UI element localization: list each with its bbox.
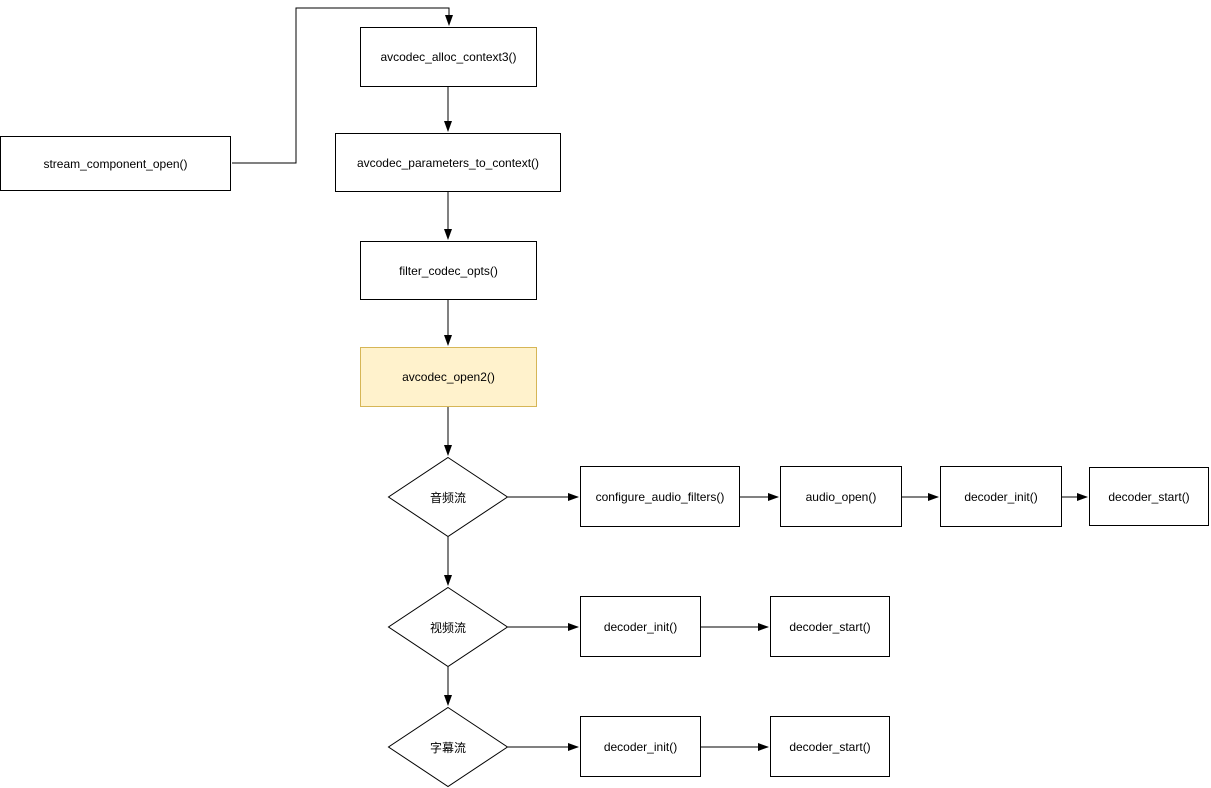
node-label: stream_component_open() (43, 156, 188, 171)
process-audio-open: audio_open() (780, 466, 902, 527)
process-audio-decoder-init: decoder_init() (940, 466, 1062, 527)
process-avcodec-open2-highlighted: avcodec_open2() (360, 347, 537, 407)
process-avcodec-alloc-context3: avcodec_alloc_context3() (360, 27, 537, 87)
process-configure-audio-filters: configure_audio_filters() (580, 466, 740, 527)
decision-audio-stream: 音频流 (387, 456, 509, 538)
process-filter-codec-opts: filter_codec_opts() (360, 241, 537, 300)
diamond-shape (387, 706, 509, 788)
decision-label: 视频流 (429, 620, 466, 635)
node-label: decoder_init() (603, 739, 678, 754)
decision-video-stream: 视频流 (387, 586, 509, 668)
node-label: avcodec_open2() (402, 370, 495, 384)
process-video-decoder-start: decoder_start() (770, 596, 890, 657)
process-stream-component-open: stream_component_open() (0, 136, 231, 191)
node-label: decoder_start() (1108, 489, 1190, 504)
node-label: filter_codec_opts() (399, 263, 498, 278)
node-label: decoder_init() (964, 489, 1038, 504)
process-subtitle-decoder-start: decoder_start() (770, 716, 890, 777)
node-label: decoder_start() (789, 619, 871, 634)
diamond-shape (387, 586, 509, 668)
node-label: decoder_init() (603, 619, 678, 634)
process-video-decoder-init: decoder_init() (580, 596, 701, 657)
decision-label: 音频流 (429, 490, 466, 505)
edge-stream-component-open-to-avcodec-alloc-context3 (232, 7, 453, 164)
node-label: avcodec_alloc_context3() (380, 50, 517, 64)
node-label: avcodec_parameters_to_context() (356, 155, 540, 170)
process-avcodec-parameters-to-context: avcodec_parameters_to_context() (335, 133, 561, 192)
decision-label: 字幕流 (429, 740, 466, 755)
diamond-shape (387, 456, 509, 538)
node-label: decoder_start() (789, 739, 871, 754)
node-label: audio_open() (805, 489, 877, 504)
process-audio-decoder-start: decoder_start() (1089, 467, 1209, 526)
process-subtitle-decoder-init: decoder_init() (580, 716, 701, 777)
node-label: configure_audio_filters() (595, 489, 725, 504)
decision-subtitle-stream: 字幕流 (387, 706, 509, 788)
